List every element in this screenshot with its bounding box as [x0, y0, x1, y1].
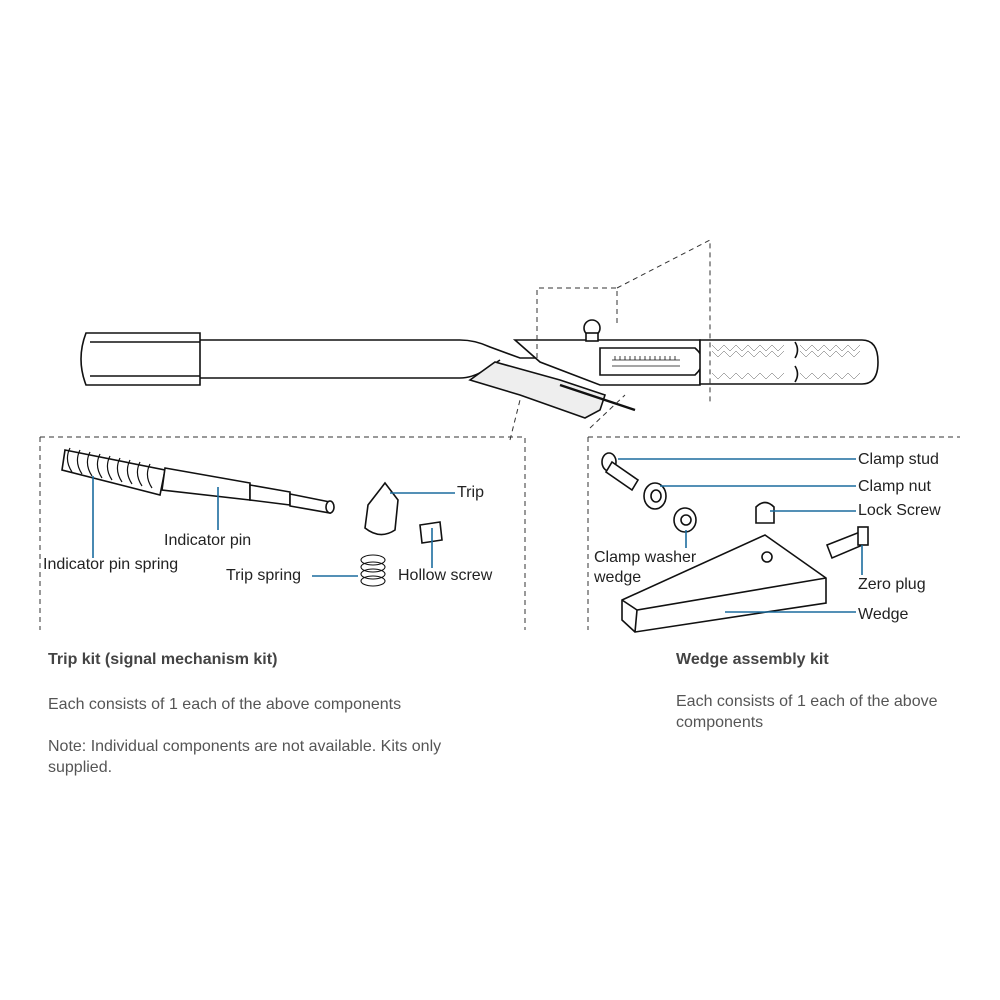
label-clamp-nut: Clamp nut	[858, 478, 931, 495]
label-indicator-pin: Indicator pin	[164, 532, 252, 549]
wedge-kit-title: Wedge assembly kit	[676, 651, 829, 668]
trip-kit-note: Note: Individual components are not avai…	[48, 738, 442, 776]
torque-wrench	[80, 319, 879, 419]
label-indicator-pin-spring: Indicator pin spring	[43, 556, 179, 573]
wedge-kit-parts	[601, 452, 869, 633]
label-clamp-stud: Clamp stud	[858, 451, 939, 468]
label-lock-screw: Lock Screw	[858, 502, 941, 519]
label-wedge: Wedge	[858, 606, 909, 623]
label-hollow-screw: Hollow screw	[398, 567, 493, 584]
label-clamp-washer: Clamp washer	[594, 549, 697, 566]
label-clamp-washer-wedge: wedge	[594, 569, 642, 586]
label-trip: Trip	[457, 484, 484, 501]
label-zero-plug: Zero plug	[858, 576, 926, 593]
wedge-kit-description: Each consists of 1 each of the above com…	[676, 693, 938, 731]
trip-kit-description: Each consists of 1 each of the above com…	[48, 696, 402, 713]
trip-kit-parts	[61, 447, 443, 587]
callout-lines	[39, 239, 960, 630]
leader-lines	[92, 458, 863, 613]
label-trip-spring: Trip spring	[226, 567, 301, 584]
trip-kit-title: Trip kit (signal mechanism kit)	[48, 651, 278, 668]
